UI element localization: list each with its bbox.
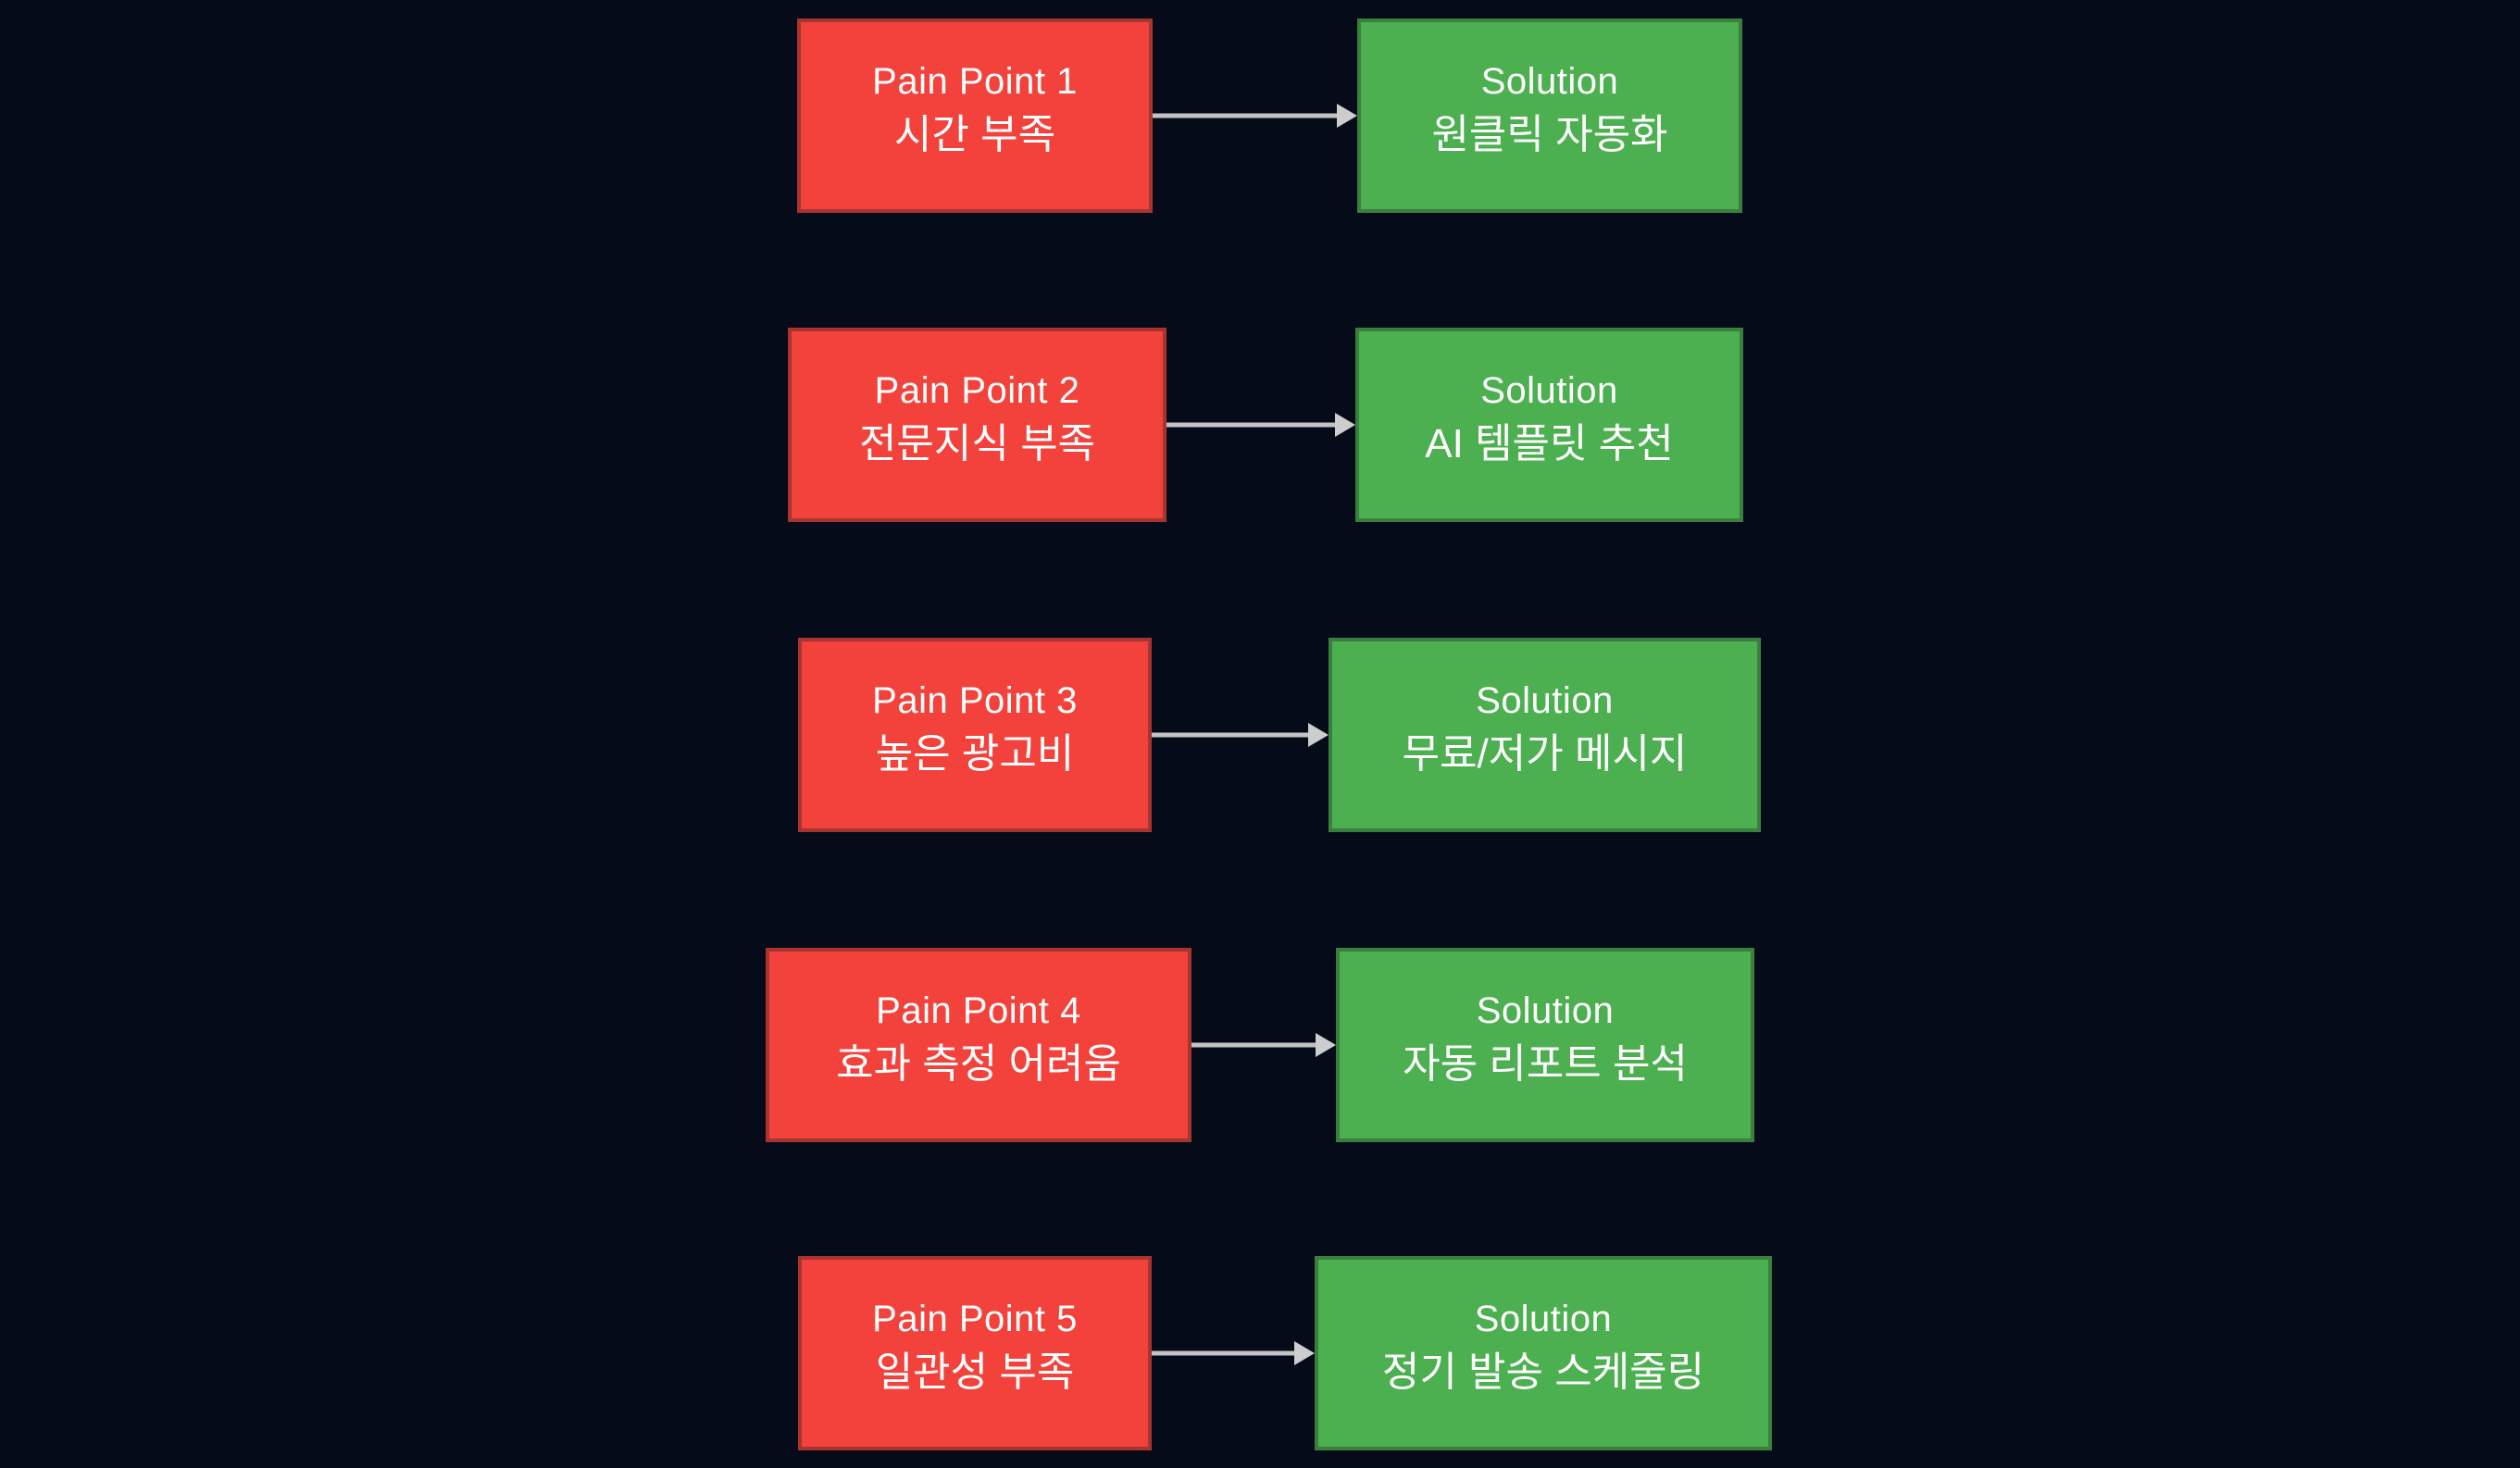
solution-desc: 정기 발송 스케줄링 (1381, 1350, 1705, 1395)
pain-point-desc: 시간 부족 (893, 112, 1056, 157)
solution-title: Solution (1480, 61, 1619, 102)
pain-point-desc: 높은 광고비 (875, 731, 1075, 777)
pain-point-box-5: Pain Point 5 일관성 부족 (798, 1256, 1152, 1450)
arrow-connector-5 (1152, 1341, 1315, 1365)
solution-desc: 무료/저가 메시지 (1402, 731, 1688, 777)
solution-desc: 자동 리포트 분석 (1403, 1041, 1688, 1087)
pain-point-title: Pain Point 3 (872, 680, 1078, 721)
solution-title: Solution (1474, 1299, 1613, 1339)
pain-point-box-3: Pain Point 3 높은 광고비 (798, 638, 1152, 832)
pain-point-title: Pain Point 5 (872, 1299, 1078, 1339)
pain-point-box-1: Pain Point 1 시간 부족 (797, 19, 1153, 213)
pain-point-title: Pain Point 2 (874, 370, 1080, 411)
arrow-connector-2 (1166, 413, 1355, 437)
pain-point-desc: 일관성 부족 (875, 1350, 1075, 1395)
arrow-connector-3 (1152, 723, 1329, 747)
pain-point-title: Pain Point 4 (876, 990, 1081, 1031)
pain-point-title: Pain Point 1 (872, 61, 1078, 102)
pain-point-box-2: Pain Point 2 전문지식 부족 (788, 328, 1166, 522)
pain-point-desc: 전문지식 부족 (858, 421, 1096, 467)
solution-box-5: Solution 정기 발송 스케줄링 (1315, 1256, 1772, 1450)
solution-title: Solution (1480, 370, 1618, 411)
arrow-connector-4 (1191, 1033, 1336, 1057)
pain-point-desc: 효과 측정 어려움 (836, 1041, 1121, 1087)
solution-desc: 원클릭 자동화 (1431, 112, 1668, 157)
solution-box-3: Solution 무료/저가 메시지 (1329, 638, 1761, 832)
pain-point-box-4: Pain Point 4 효과 측정 어려움 (766, 948, 1191, 1142)
solution-title: Solution (1476, 680, 1614, 721)
arrow-connector-1 (1153, 104, 1357, 128)
solution-desc: AI 템플릿 추천 (1425, 421, 1674, 467)
solution-box-4: Solution 자동 리포트 분석 (1336, 948, 1754, 1142)
solution-title: Solution (1476, 990, 1615, 1031)
solution-box-2: Solution AI 템플릿 추천 (1355, 328, 1743, 522)
solution-box-1: Solution 원클릭 자동화 (1357, 19, 1742, 213)
